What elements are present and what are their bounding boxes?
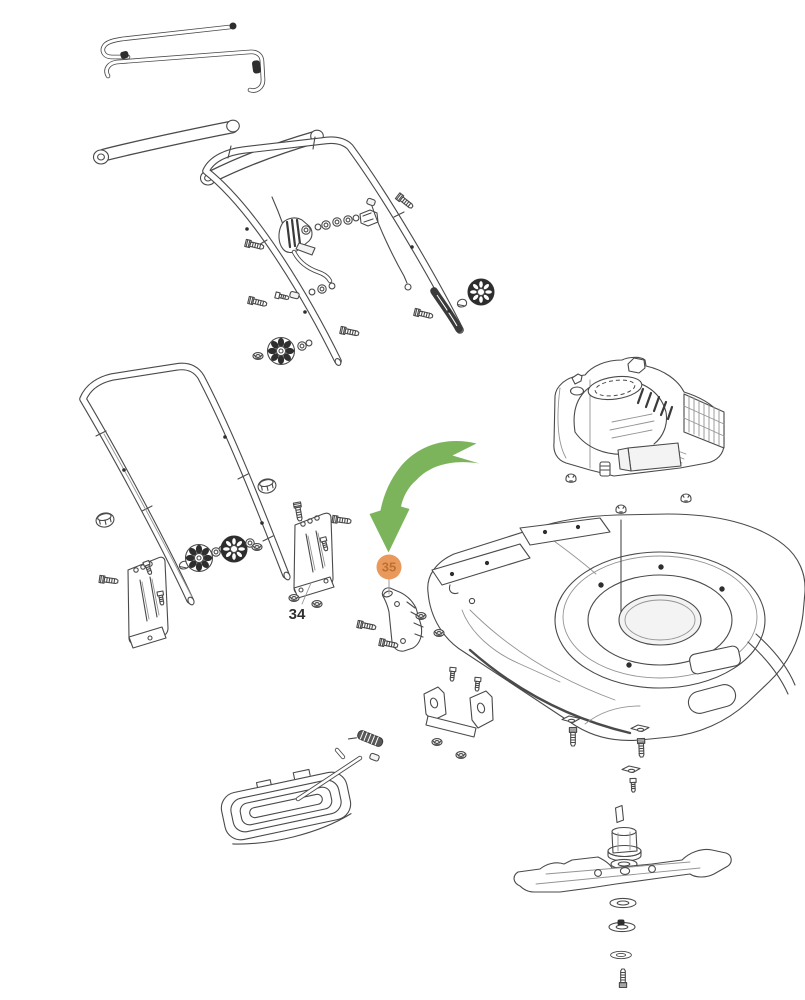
handle-bracket-left — [127, 556, 169, 649]
flap-spring — [347, 730, 384, 747]
callout-label-35: 35 — [382, 560, 396, 575]
u-bracket-group — [423, 666, 494, 759]
nut — [433, 629, 445, 637]
engine-mount-nut — [680, 493, 692, 503]
nut — [455, 751, 467, 759]
cable-clamp — [359, 209, 379, 227]
engine — [553, 356, 725, 514]
screw — [473, 676, 482, 692]
spoked-wheel — [220, 535, 248, 563]
blade-assembly — [513, 715, 732, 989]
throttle-control — [278, 217, 316, 256]
lower-handle-assembly — [79, 362, 352, 649]
washer — [297, 341, 307, 351]
nut — [251, 543, 263, 551]
bolt — [394, 192, 415, 211]
bolt — [339, 325, 360, 338]
spoked-wheel — [467, 278, 495, 306]
engine-mount-nut — [565, 473, 577, 483]
nut — [415, 612, 427, 620]
fuel-cap — [569, 386, 585, 396]
bolt — [413, 307, 434, 321]
muffler — [617, 442, 682, 472]
part-35-callout[interactable]: 35 — [376, 554, 402, 580]
deck-vent — [689, 645, 741, 675]
upper-handle-assembly — [202, 136, 495, 366]
lock-washer — [608, 919, 636, 933]
callout-circle[interactable] — [376, 554, 402, 580]
screw — [448, 666, 457, 682]
blade-clamp-plate — [621, 765, 641, 774]
washer — [343, 215, 353, 225]
blade-adapter — [607, 826, 642, 862]
woodruff-key — [614, 804, 625, 824]
nut — [431, 738, 443, 746]
screw — [629, 777, 638, 793]
washer — [317, 284, 327, 294]
washer — [352, 214, 360, 222]
bolt — [98, 574, 119, 586]
carburetor-stub — [627, 357, 646, 374]
washer — [332, 217, 342, 227]
bolt — [356, 619, 377, 632]
deck-vent — [687, 684, 737, 714]
nut — [288, 594, 300, 602]
blade — [513, 848, 732, 893]
star-knob-wheel — [184, 543, 214, 573]
rear-flap — [220, 768, 352, 845]
washer — [308, 288, 316, 296]
washer — [328, 282, 336, 290]
height-adjuster-bracket-35 — [356, 578, 445, 652]
washer — [301, 225, 311, 235]
blade-washer — [609, 897, 637, 909]
air-filter-box — [683, 393, 725, 449]
bolt — [244, 238, 265, 252]
bolt — [568, 726, 578, 747]
washer — [314, 223, 322, 231]
blade-washer — [610, 950, 632, 960]
nut — [311, 600, 323, 608]
wing-knob — [94, 510, 116, 530]
handle-bracket-right — [293, 512, 335, 599]
cable-clip — [252, 60, 261, 74]
brake-cable — [371, 205, 408, 284]
bolt — [636, 737, 646, 758]
bolt — [292, 501, 305, 522]
spark-plug — [599, 461, 611, 477]
washer — [305, 339, 313, 347]
washer — [321, 220, 331, 230]
bolt — [331, 514, 352, 526]
handlebar-loose-parts — [92, 22, 324, 186]
mower-deck — [427, 513, 805, 741]
part-34-label: 34 — [289, 606, 306, 623]
engine-mount-nut — [615, 504, 627, 514]
nut — [252, 352, 264, 360]
cone-nut — [456, 298, 468, 308]
rear-flap-group — [220, 730, 384, 845]
leader-line-34 — [301, 582, 312, 605]
star-knob-wheel — [266, 336, 296, 366]
pointer-arrow — [369, 441, 480, 553]
deck-handle-rail — [431, 517, 611, 605]
bolt — [247, 295, 268, 309]
screw — [274, 291, 290, 302]
wing-knob — [256, 476, 278, 496]
recoil-starter — [587, 375, 643, 401]
blade-bolt — [618, 968, 628, 989]
bar-end-cap — [229, 22, 237, 30]
pull-handle — [571, 373, 583, 385]
